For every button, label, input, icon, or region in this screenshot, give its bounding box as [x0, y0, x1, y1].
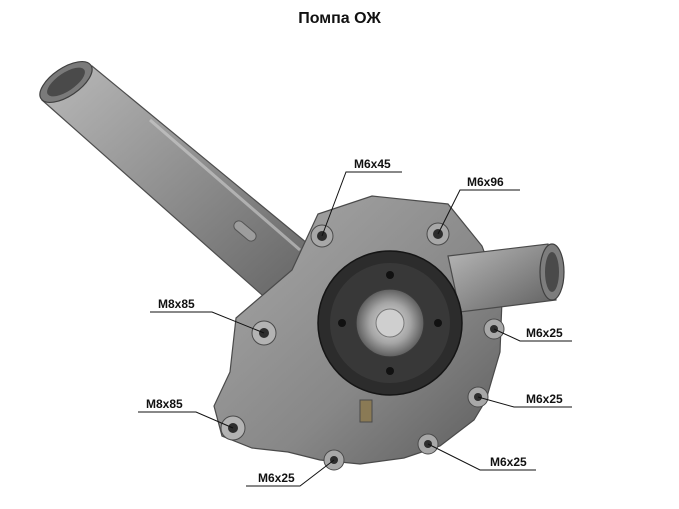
leader-line-bottom-left — [246, 459, 335, 487]
pulley-flange — [317, 250, 463, 423]
leader-line-top-right — [437, 189, 520, 235]
bolt-label-right-upper: M6x25 — [526, 326, 563, 340]
page-title: Помпа ОЖ — [298, 10, 381, 27]
inlet-pipe — [39, 61, 331, 319]
leader-line-right-upper — [493, 328, 572, 342]
leader-line-right-middle — [477, 396, 572, 408]
leader-line-top-left — [321, 171, 402, 237]
leader-line-right-bottom — [427, 443, 536, 471]
leader-line-mid-left — [150, 311, 265, 334]
bolt-label-right-middle: M6x25 — [526, 392, 563, 406]
bolt-label-bottom-left: M6x25 — [258, 471, 295, 485]
bolt-labels: M6x45 M6x96 M8x85 M8x85 M6x25 M6x25 M6x2… — [146, 157, 563, 485]
leader-line-lower-left — [138, 411, 234, 429]
bolt-label-right-bottom: M6x25 — [490, 455, 527, 469]
bolt-label-top-right: M6x96 — [467, 175, 504, 189]
leader-lines — [138, 171, 572, 487]
bolt-label-mid-left: M8x85 — [158, 297, 195, 311]
bolt-label-top-left: M6x45 — [354, 157, 391, 171]
bolt-label-lower-left: M8x85 — [146, 397, 183, 411]
